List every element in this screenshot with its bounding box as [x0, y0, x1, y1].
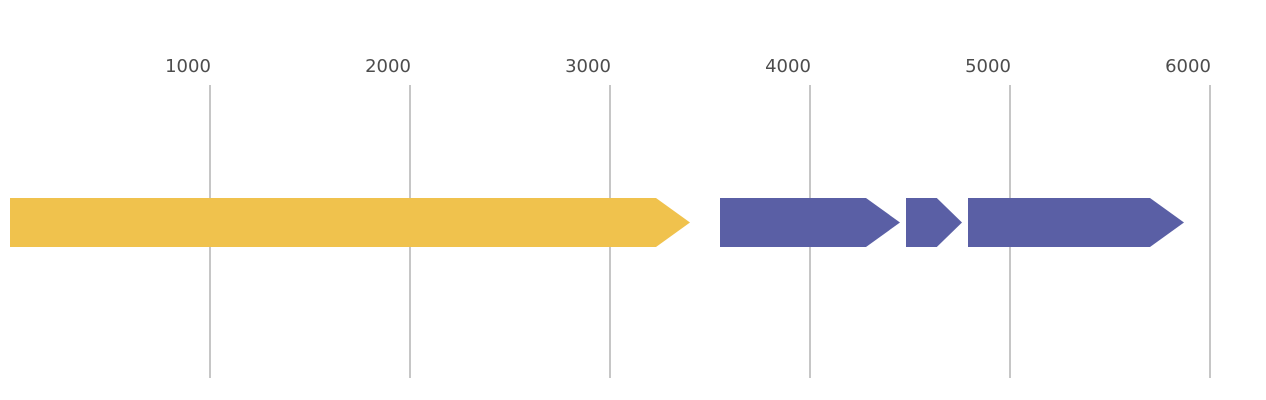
axis-tick-label: 2000	[365, 56, 411, 77]
gene-feature-arrow	[720, 198, 900, 247]
axis-tick-label: 3000	[565, 56, 611, 77]
gene-feature-arrow	[968, 198, 1184, 247]
axis-tick-label: 5000	[965, 56, 1011, 77]
gene-feature-arrow	[906, 198, 962, 247]
gene-feature-arrow	[10, 198, 690, 247]
axis-tick-label: 1000	[165, 56, 211, 77]
axis-tick-label: 4000	[765, 56, 811, 77]
axis-tick-label: 6000	[1165, 56, 1211, 77]
